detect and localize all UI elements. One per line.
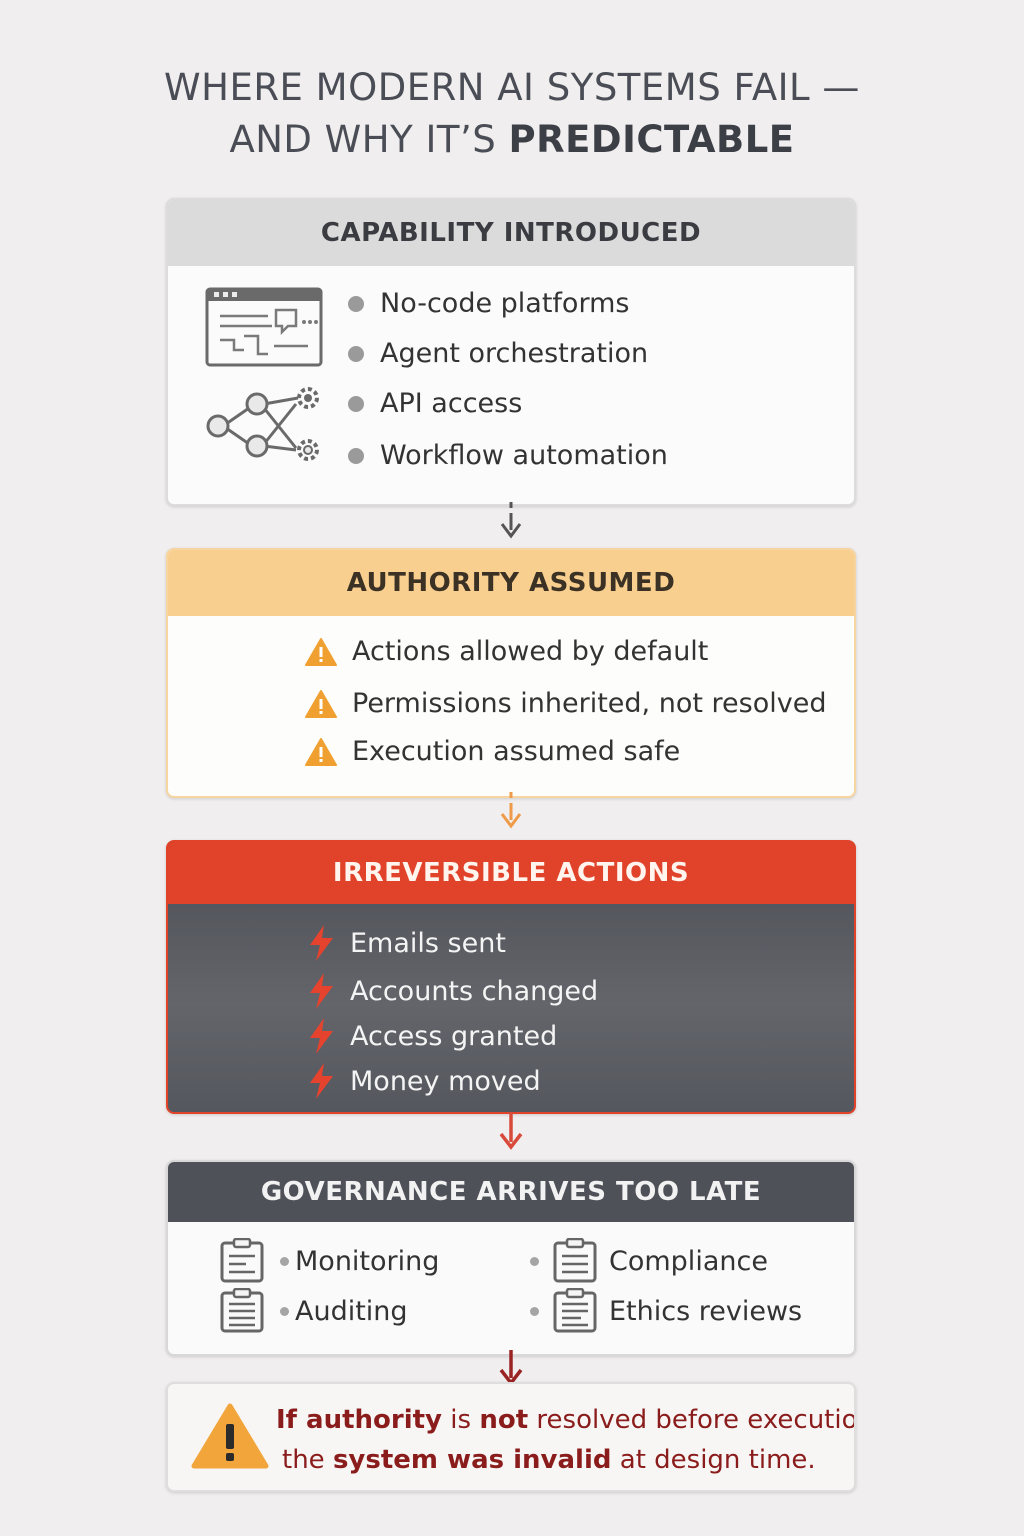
bullet-icon bbox=[348, 447, 364, 464]
authority-body: Actions allowed by default Permissions i… bbox=[168, 616, 854, 796]
conclusion-text: If authority is not resolved before exec… bbox=[276, 1400, 856, 1480]
clipboard-icon bbox=[553, 1238, 597, 1283]
governance-item-2-label: Compliance bbox=[609, 1245, 768, 1277]
capability-item-2: Agent orchestration bbox=[348, 338, 648, 369]
governance-item-3-label: Auditing bbox=[295, 1295, 408, 1327]
irreversible-header: IRREVERSIBLE ACTIONS bbox=[168, 842, 854, 904]
bullet-icon bbox=[280, 1256, 289, 1266]
authority-item-3-label: Execution assumed safe bbox=[352, 736, 681, 767]
bullet-icon bbox=[280, 1306, 289, 1316]
bullet-icon bbox=[530, 1306, 539, 1316]
authority-box: AUTHORITY ASSUMED Actions allowed by def… bbox=[166, 548, 856, 798]
authority-item-1: Actions allowed by default bbox=[304, 636, 708, 667]
title-line-2: AND WHY IT’S PREDICTABLE bbox=[0, 114, 1024, 166]
capability-box: CAPABILITY INTRODUCED bbox=[166, 198, 856, 506]
governance-item-1: Monitoring bbox=[218, 1238, 439, 1284]
conclusion-line1-segment: not bbox=[479, 1405, 529, 1435]
irreversible-item-4: Money moved bbox=[306, 1062, 541, 1100]
authority-item-2: Permissions inherited, not resolved bbox=[304, 688, 826, 719]
conclusion-line1-segment: resolved before execution, bbox=[528, 1405, 856, 1435]
capability-item-3: API access bbox=[348, 388, 522, 419]
workflow-network-icon bbox=[206, 387, 319, 461]
lightning-bolt-icon bbox=[310, 973, 333, 1009]
clipboard-icon bbox=[220, 1288, 264, 1333]
authority-item-3: Execution assumed safe bbox=[304, 736, 680, 767]
capability-item-1: No-code platforms bbox=[348, 288, 629, 319]
irreversible-body: Emails sent Accounts changed Access gran… bbox=[168, 904, 854, 1112]
capability-header: CAPABILITY INTRODUCED bbox=[168, 200, 854, 266]
browser-window-icon bbox=[205, 287, 323, 367]
irreversible-box: IRREVERSIBLE ACTIONS Emails sent Account… bbox=[166, 840, 856, 1114]
bullet-icon bbox=[348, 395, 364, 412]
title-line-2-bold: PREDICTABLE bbox=[508, 118, 795, 161]
warning-triangle-icon bbox=[191, 1403, 269, 1469]
capability-item-4-label: Workflow automation bbox=[380, 440, 668, 471]
irreversible-item-1-label: Emails sent bbox=[350, 927, 506, 959]
arrow-down-icon bbox=[500, 502, 522, 539]
capability-item-4: Workflow automation bbox=[348, 440, 668, 471]
conclusion-line-1: If authority is not resolved before exec… bbox=[276, 1400, 856, 1440]
governance-item-3: Auditing bbox=[218, 1288, 408, 1334]
governance-item-2: Compliance bbox=[530, 1238, 768, 1284]
lightning-bolt-icon bbox=[310, 1018, 333, 1054]
bullet-icon bbox=[530, 1256, 539, 1266]
warning-triangle-icon bbox=[305, 637, 337, 666]
governance-box: GOVERNANCE ARRIVES TOO LATE Monitoring C… bbox=[166, 1160, 856, 1356]
clipboard-icon bbox=[220, 1238, 264, 1283]
authority-item-2-label: Permissions inherited, not resolved bbox=[352, 688, 827, 719]
conclusion-line2-segment: at design time. bbox=[611, 1445, 816, 1475]
governance-item-4: Ethics reviews bbox=[530, 1288, 802, 1334]
capability-item-1-label: No-code platforms bbox=[380, 288, 630, 319]
conclusion-line2-segment: the bbox=[282, 1445, 333, 1475]
lightning-bolt-icon bbox=[310, 1063, 333, 1099]
capability-item-3-label: API access bbox=[380, 388, 523, 419]
conclusion-line1-segment: is bbox=[442, 1405, 480, 1435]
conclusion-box: If authority is not resolved before exec… bbox=[166, 1382, 856, 1492]
lightning-bolt-icon bbox=[310, 925, 333, 961]
governance-body: Monitoring Compliance Auditing Ethics re… bbox=[168, 1222, 854, 1354]
title-line-2-prefix: AND WHY IT’S bbox=[229, 118, 509, 161]
governance-item-1-label: Monitoring bbox=[295, 1245, 440, 1277]
irreversible-item-3: Access granted bbox=[306, 1017, 557, 1055]
governance-item-4-label: Ethics reviews bbox=[609, 1295, 803, 1327]
authority-header: AUTHORITY ASSUMED bbox=[168, 550, 854, 616]
irreversible-item-4-label: Money moved bbox=[350, 1065, 541, 1097]
capability-item-2-label: Agent orchestration bbox=[380, 338, 649, 369]
irreversible-item-2-label: Accounts changed bbox=[350, 975, 599, 1007]
irreversible-item-1: Emails sent bbox=[306, 924, 506, 962]
conclusion-line2-segment: system was invalid bbox=[332, 1445, 612, 1475]
capability-body: No-code platforms Agent orchestration AP… bbox=[168, 266, 854, 504]
conclusion-line-2: the system was invalid at design time. bbox=[276, 1440, 854, 1480]
arrow-down-icon bbox=[500, 792, 522, 829]
warning-triangle-icon bbox=[305, 737, 337, 766]
clipboard-icon bbox=[553, 1288, 597, 1333]
irreversible-item-2: Accounts changed bbox=[306, 972, 598, 1010]
arrow-down-icon bbox=[499, 1112, 523, 1150]
governance-header: GOVERNANCE ARRIVES TOO LATE bbox=[168, 1162, 854, 1222]
bullet-icon bbox=[348, 295, 364, 312]
irreversible-item-3-label: Access granted bbox=[350, 1020, 558, 1052]
warning-triangle-icon bbox=[305, 689, 337, 718]
authority-item-1-label: Actions allowed by default bbox=[352, 636, 709, 667]
title-line-1: WHERE MODERN AI SYSTEMS FAIL — bbox=[164, 66, 860, 109]
page-title: WHERE MODERN AI SYSTEMS FAIL — AND WHY I… bbox=[0, 62, 1024, 166]
bullet-icon bbox=[348, 345, 364, 362]
conclusion-line1-segment: If authority bbox=[276, 1405, 443, 1435]
